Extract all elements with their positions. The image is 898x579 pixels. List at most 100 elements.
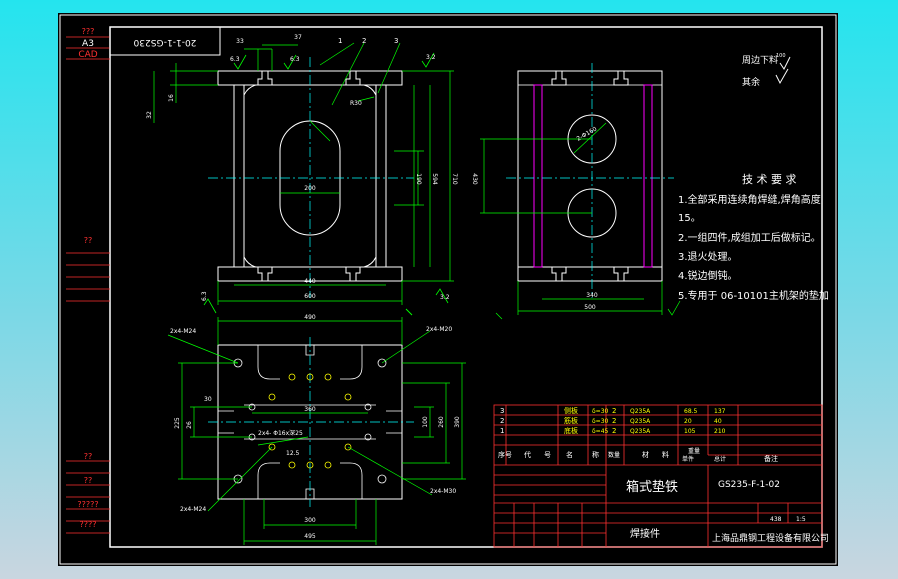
plan-dim-angle: 12.5 [286,450,300,457]
bom-weight-label: 重量 [688,447,700,455]
strip-top-1: ??? [82,27,95,36]
plan-dim-left-c: 26 [186,421,193,429]
strip-bottom-3: ????? [77,500,98,509]
dim-left-b: 32 [146,111,153,119]
side-w-inner: 340 [586,292,598,299]
bom-h-code1: 代 [524,450,531,459]
code-box [109,26,221,56]
bom-r3-unit: 105 [684,428,696,435]
roughness-3: 3.2 [426,54,436,61]
cad-drawing: ??? A3 CAD ?? ?? ?? ????? ???? 20-1-1-GS… [59,14,837,565]
scale-value: 1:5 [796,516,806,523]
dim-frame-h: 710 [451,173,458,185]
bom-h-code2: 号 [544,451,551,459]
roughness-5: 3.2 [440,294,450,301]
plan-dim-bottom-outer: 495 [304,533,316,540]
tech-req-line-1: 1.全部采用连续角焊缝,焊角高度 [678,193,821,206]
strip-bottom-1: ?? [84,452,93,461]
bom-r2-unit: 20 [684,418,692,425]
part-subtitle: 焊接件 [630,527,660,540]
bom-r1-spec: δ=30 [592,408,609,415]
bom-h-no: 序号 [498,450,512,459]
bom-h-remark: 备注 [764,454,778,463]
callout-1: 2x4-M24 [170,328,196,335]
roughness-2: 6.3 [290,56,300,63]
tech-req-title: 技 术 要 求 [742,173,797,186]
plan-dim-center: 360 [304,406,316,413]
bom-r1-name: 侧板 [564,406,578,415]
bom-r2-qty: 2 [612,417,616,425]
bom-r1-unit: 68.5 [684,408,698,415]
leader-3: 3 [394,37,398,45]
dim-top-a: 33 [236,38,244,45]
bom-r2-no: 2 [500,417,504,425]
side-w-outer: 500 [584,304,596,311]
outer-frame [59,14,837,565]
tech-req-line-6: 5.专用于 06-10101主机架的垫加 [678,289,829,302]
dim-overall-h: 594 [431,173,438,185]
side-hole: 2-Φ160 [576,125,599,142]
bom-r1-mat: Q235A [630,408,651,415]
bom-h-total: 总计 [714,455,726,463]
part-code: GS235-F-1-02 [718,480,780,490]
dim-radius: R30 [350,100,362,107]
company-name: 上海品鼎钢工程设备有限公司 [712,532,829,544]
dim-top-b: 37 [294,34,302,41]
strip-top-3: CAD [78,50,97,60]
front-view: 600 440 200 190 594 710 430 33 37 16 32 … [146,34,478,316]
callout-3: 2x4- Φ16x深25 [258,429,303,437]
dim-slot-height: 190 [415,173,422,185]
weight-value: 438 [770,516,782,523]
plan-dim-left-a: 30 [204,396,212,403]
bom-r3-name: 底板 [564,426,578,435]
title-block [493,404,823,548]
plan-dim-left-b: 225 [174,417,181,429]
leader-2: 2 [362,37,366,45]
left-title-strip [66,36,110,534]
strip-bottom-2: ?? [84,476,93,485]
callout-4: 2x4-M24 [180,506,206,513]
bom-h-mat2: 料 [662,450,669,459]
plan-dim-bottom-inner: 300 [304,517,316,524]
bom-h-name2: 称 [592,450,599,459]
bom-h-mat1: 材 [642,450,649,459]
roughness-1: 6.3 [230,56,240,63]
part-title: 箱式垫铁 [626,479,678,495]
drawing-sheet: ??? A3 CAD ?? ?? ?? ????? ???? 20-1-1-GS… [58,13,838,566]
bom-r3-mat: Q235A [630,428,651,435]
bom-h-qty: 数量 [608,451,620,459]
bom-h-name1: 名 [566,450,573,459]
drawing-code: 20-1-1-GS230 [133,37,196,47]
tech-req-line-4: 3.退火处理。 [678,251,738,263]
dim-width-outer: 600 [304,293,316,300]
bom-r2-mat: Q235A [630,418,651,425]
roughness-4: 6.3 [201,291,208,301]
tech-req-line-5: 4.锐边倒钝。 [678,269,738,282]
bom-r2-total: 40 [714,418,722,425]
bom-r1-qty: 2 [612,407,616,415]
note-rest: 其余 [742,76,760,88]
tech-req-line-2: 15。 [678,213,701,224]
plan-dim-top: 490 [304,314,316,321]
dim-width-inner: 440 [304,278,316,285]
leader-1: 1 [338,37,342,45]
bom-h-unit: 单件 [682,455,694,463]
side-view: 500 340 2-Φ160 [480,63,681,320]
bom-r3-total: 210 [714,428,726,435]
strip-top-2: A3 [82,39,94,49]
plan-dim-right-a: 100 [422,416,429,428]
strip-bottom-4: ???? [80,520,97,529]
bom-r2-name: 筋板 [564,416,578,425]
bom-r1-no: 3 [500,407,504,415]
note-periphery-value: 100 [776,53,786,59]
inner-frame [109,26,823,548]
note-periphery: 周边下料 [742,54,778,66]
strip-middle: ?? [84,236,93,245]
dim-left-a: 16 [168,94,175,102]
bom-r2-spec: δ=30 [592,418,609,425]
plan-dim-right-b: 260 [438,416,445,428]
bom-r3-no: 1 [500,427,504,435]
dim-slot-width: 200 [304,185,316,192]
plan-dim-right-c: 390 [454,416,461,428]
bom-table: 3 侧板 δ=30 2 Q235A 68.5 137 2 筋板 δ=30 2 Q… [498,406,829,544]
